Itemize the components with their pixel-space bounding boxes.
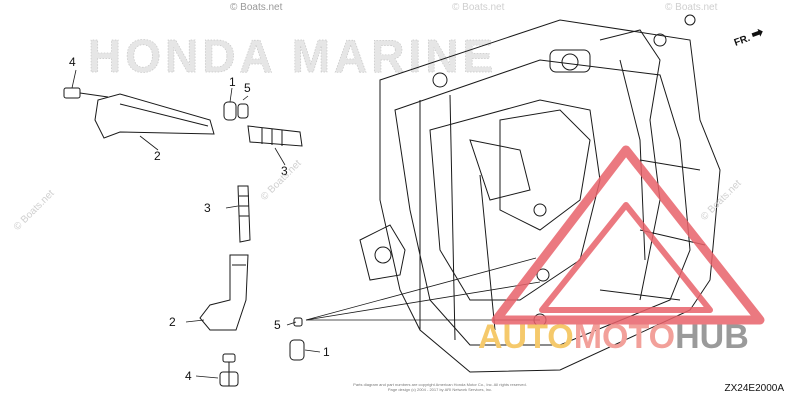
callout-washer-upper: 5 [244,81,251,95]
autmotohub-logo-watermark: AUTOMOTOHUB [478,318,749,356]
brand-watermark: HONDA MARINE [88,30,497,82]
callout-ignition-coil-lower: 2 [169,315,176,329]
warning-triangle-watermark [491,145,765,325]
callout-washer-lower: 5 [274,318,281,332]
callout-o-ring-upper: 1 [229,75,236,89]
leader-lines [71,69,541,379]
copyright-notice: Parts diagram and part numbers are copyr… [353,382,527,392]
callout-o-ring-lower: 1 [323,345,330,359]
site-watermark: © Boats.net [665,2,718,13]
callout-spark-plug-lower: 3 [204,201,211,215]
callout-spark-plug-upper: 3 [281,164,288,178]
engine-block [359,14,721,373]
diagram-code: ZX24E2000A [724,383,785,394]
callout-bolt-upper: 4 [69,55,76,69]
upper-coil-assembly [63,87,303,147]
callout-bolt-lower: 4 [185,369,192,383]
lower-coil-assembly [199,185,305,387]
site-watermark: © Boats.net [452,2,505,13]
callout-ignition-coil-upper: 2 [154,149,161,163]
site-watermark: © Boats.net [230,2,283,13]
